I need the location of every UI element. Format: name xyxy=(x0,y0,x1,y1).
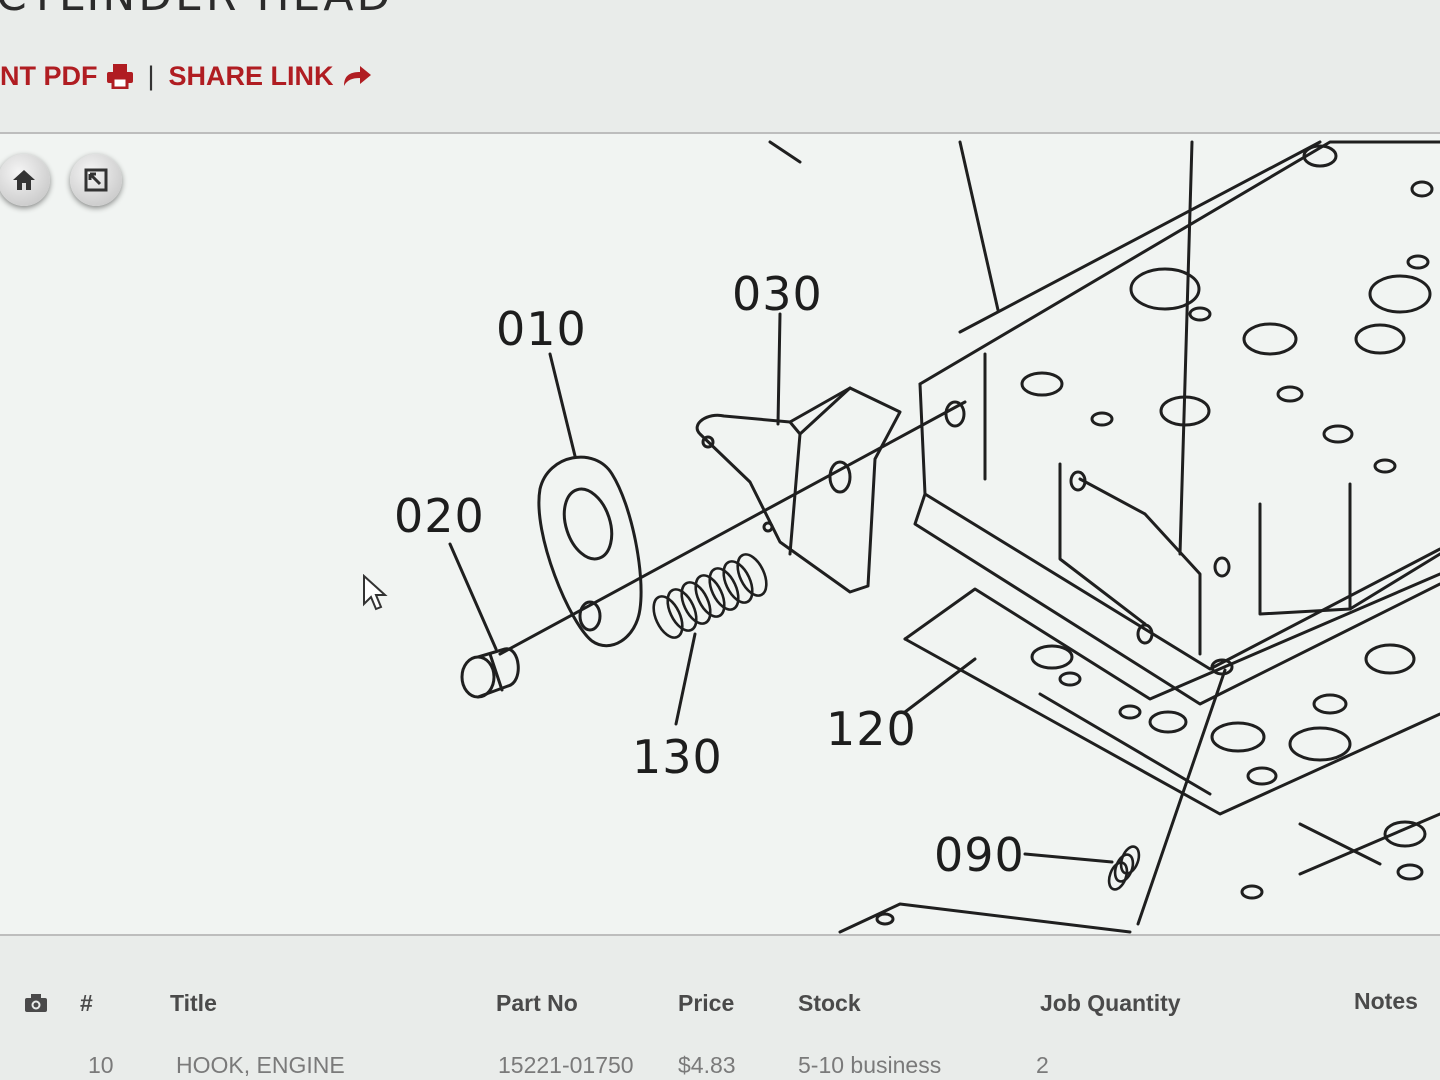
job-quantity-column-header[interactable]: Job Quantity xyxy=(1040,990,1181,1016)
callout-020[interactable]: 020 xyxy=(394,489,485,543)
exploded-parts-diagram xyxy=(448,140,1440,934)
action-links: NT PDF | SHARE LINK xyxy=(0,58,372,94)
photo-column-header[interactable] xyxy=(24,992,48,1019)
callout-030[interactable]: 030 xyxy=(732,267,823,321)
price-column-header[interactable]: Price xyxy=(678,990,735,1016)
number-column-header[interactable]: # xyxy=(80,990,93,1016)
callout-120[interactable]: 120 xyxy=(826,702,917,756)
home-button[interactable] xyxy=(0,154,50,206)
separator: | xyxy=(147,60,155,91)
stock-column-header[interactable]: Stock xyxy=(798,990,861,1016)
printer-icon xyxy=(106,64,133,89)
part-no-column-header[interactable]: Part No xyxy=(496,990,578,1016)
callout-090[interactable]: 090 xyxy=(934,828,1025,882)
callout-010[interactable]: 010 xyxy=(496,302,587,356)
row-stock: 5-10 business xyxy=(798,1052,942,1078)
share-link[interactable]: SHARE LINK xyxy=(169,61,372,92)
page-title: CYLINDER HEAD xyxy=(0,0,393,21)
title-column-header[interactable]: Title xyxy=(170,990,217,1016)
row-job-quantity[interactable]: 2 xyxy=(1036,1052,1049,1078)
row-title: HOOK, ENGINE xyxy=(176,1052,345,1078)
diagram-viewer[interactable]: 010 020 030 130 120 090 xyxy=(0,132,1440,936)
fit-screen-button[interactable] xyxy=(70,154,122,206)
camera-icon xyxy=(25,994,47,1012)
fit-screen-icon xyxy=(84,168,108,192)
home-icon xyxy=(13,170,35,190)
row-number: 10 xyxy=(88,1052,114,1078)
notes-column-header[interactable]: Notes xyxy=(1354,988,1418,1014)
row-price: $4.83 xyxy=(678,1052,736,1078)
callout-130[interactable]: 130 xyxy=(632,730,723,784)
share-arrow-icon xyxy=(343,66,371,86)
share-link-label: SHARE LINK xyxy=(168,60,334,91)
print-pdf-link[interactable]: NT PDF xyxy=(0,61,134,92)
print-pdf-label: NT PDF xyxy=(0,60,98,91)
row-part-no: 15221-01750 xyxy=(498,1052,634,1078)
mouse-cursor xyxy=(363,574,388,611)
